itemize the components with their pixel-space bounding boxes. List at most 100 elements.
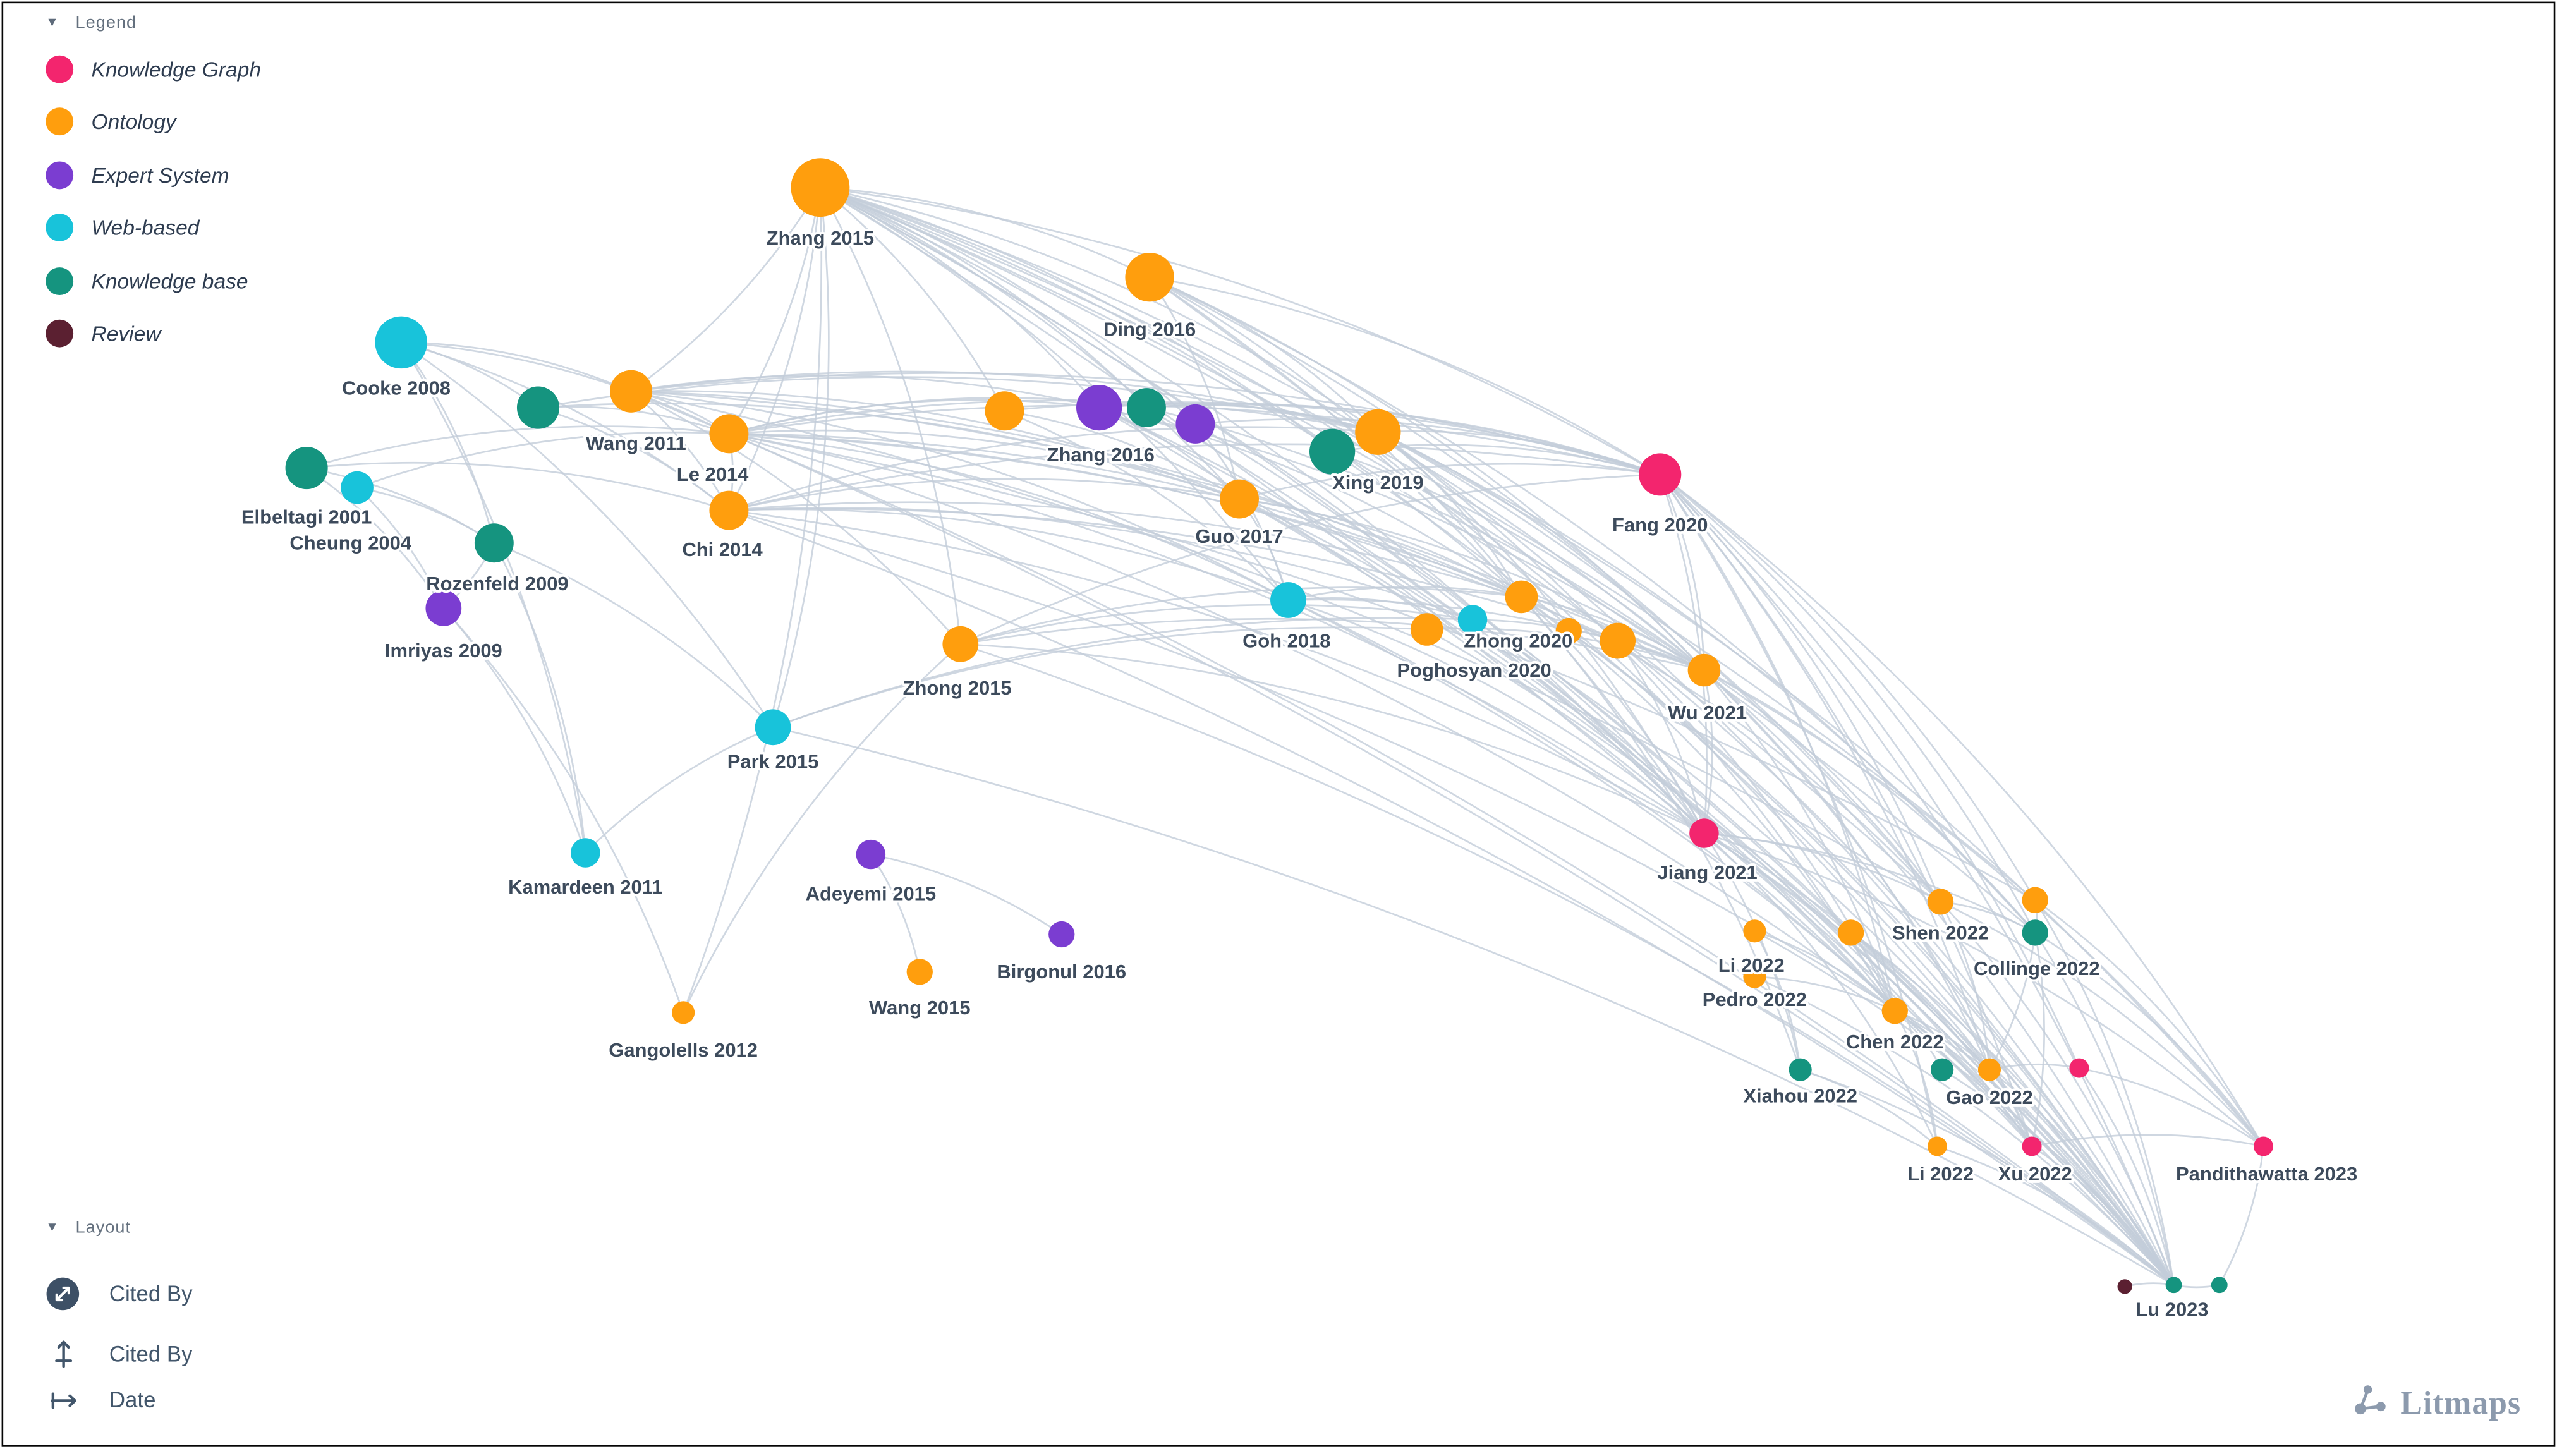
graph-node-zhong-2020[interactable] xyxy=(1505,580,1538,614)
layout-option-2[interactable]: Cited By xyxy=(46,1337,193,1371)
citation-edge xyxy=(630,186,822,392)
legend-item-expert[interactable]: Expert System xyxy=(46,149,261,202)
graph-node-zhang-2015[interactable] xyxy=(791,158,850,217)
litmaps-wordmark: Litmaps xyxy=(2400,1385,2522,1421)
citation-edge xyxy=(1238,498,1705,834)
graph-node-po_r[interactable] xyxy=(1555,617,1582,645)
legend-item-ontology[interactable]: Ontology xyxy=(46,95,261,149)
node-label: Gangolells 2012 xyxy=(609,1039,758,1061)
citation-edge xyxy=(1754,930,1896,1012)
graph-node-le-2014[interactable] xyxy=(709,414,749,454)
citation-edge xyxy=(630,390,1941,903)
node-label: Gao 2022 xyxy=(1946,1086,2033,1108)
citation-edge xyxy=(728,443,1661,511)
graph-node-cooke-2008[interactable] xyxy=(375,316,428,369)
graph-node-po_l[interactable] xyxy=(1410,613,1443,646)
graph-node-zhong-2015[interactable] xyxy=(942,626,979,662)
expert-dot-icon xyxy=(46,161,74,189)
graph-node-wang-2011[interactable] xyxy=(610,370,653,413)
node-label: Wang 2015 xyxy=(869,997,971,1019)
citation-edge xyxy=(1659,473,1705,671)
citation-edge xyxy=(728,433,1289,601)
graph-node-zhang-2016[interactable] xyxy=(1076,384,1122,431)
graph-node-kamardeen-2011[interactable] xyxy=(571,838,600,868)
citation-edge xyxy=(1659,473,2175,1286)
graph-node-oz16[interactable] xyxy=(985,391,1024,431)
legend-item-label: Knowledge base xyxy=(91,269,248,293)
graph-node-li-2022[interactable] xyxy=(1927,1136,1947,1156)
graph-node-pandithawatta-2023[interactable] xyxy=(2253,1136,2273,1156)
graph-node-twg[interactable] xyxy=(516,386,560,429)
citation-edge xyxy=(819,186,1005,412)
citation-edge xyxy=(1376,431,1896,1012)
legend-item-review[interactable]: Review xyxy=(46,307,261,360)
graph-node-fang-2020[interactable] xyxy=(1639,453,1682,496)
layout-option-1[interactable]: Cited By xyxy=(46,1277,193,1311)
graph-node-gao-2022[interactable] xyxy=(1977,1058,2001,1081)
graph-node-elbeltagi-2001[interactable] xyxy=(285,447,328,490)
graph-node-pz16[interactable] xyxy=(1175,404,1215,444)
review-dot-icon xyxy=(46,320,74,348)
layout-header[interactable]: ▼ Layout xyxy=(46,1218,192,1237)
graph-node-birgonul-2016[interactable] xyxy=(1048,921,1075,948)
graph-node-shen-2022[interactable] xyxy=(1927,889,1954,915)
citation-edge xyxy=(2034,899,2264,1148)
graph-node-tz16[interactable] xyxy=(1126,388,1166,428)
graph-node-xiahou-2022[interactable] xyxy=(1789,1058,1812,1081)
layout-option-label: Date xyxy=(109,1387,156,1412)
graph-node-collinge-2022[interactable] xyxy=(2022,919,2048,946)
node-label: Elbeltagi 2001 xyxy=(241,506,372,528)
citation-edge xyxy=(1471,619,2175,1286)
legend-item-kb[interactable]: Knowledge base xyxy=(46,255,261,308)
graph-node-lu-2023[interactable] xyxy=(2165,1277,2182,1294)
graph-node-xu-2022[interactable] xyxy=(2022,1136,2042,1156)
graph-node-chen-2022[interactable] xyxy=(1881,998,1908,1024)
graph-node-goh-2018[interactable] xyxy=(1270,582,1306,618)
citation-edge xyxy=(630,390,962,645)
citation-edge xyxy=(400,341,774,729)
node-label: Xiahou 2022 xyxy=(1743,1084,1857,1107)
citation-edge xyxy=(728,509,1991,1071)
graph-node-rv[interactable] xyxy=(2117,1279,2132,1294)
legend-item-web[interactable]: Web-based xyxy=(46,202,261,255)
citation-edge xyxy=(959,473,1661,645)
graph-node-wu_l[interactable] xyxy=(1600,622,1636,659)
graph-node-xt19[interactable] xyxy=(1309,428,1356,475)
citation-edge xyxy=(1850,931,1991,1071)
graph-node-jiang-2021[interactable] xyxy=(1689,818,1719,848)
legend-header[interactable]: ▼ Legend xyxy=(46,13,261,33)
graph-node-rozenfeld-2009[interactable] xyxy=(474,523,514,563)
graph-node-gangolells-2012[interactable] xyxy=(672,1001,695,1024)
citation-edge xyxy=(493,542,774,729)
citation-edge xyxy=(1194,423,2175,1286)
graph-node-poghosyan-2020[interactable] xyxy=(1457,605,1488,634)
graph-node-pedro-2022[interactable] xyxy=(1743,965,1766,988)
layout-option-3[interactable]: Date xyxy=(46,1388,192,1412)
graph-node-co_o[interactable] xyxy=(2022,887,2048,913)
graph-node-guo-2017[interactable] xyxy=(1220,479,1259,519)
citation-edge xyxy=(1703,669,2036,934)
graph-node-adeyemi-2015[interactable] xyxy=(856,839,886,870)
graph-node-cheung-2004[interactable] xyxy=(341,471,374,504)
citation-edge xyxy=(1287,599,1705,834)
graph-node-pnk[interactable] xyxy=(2069,1058,2089,1078)
graph-node-li-2022[interactable] xyxy=(1743,919,1766,943)
graph-node-imriyas-2009[interactable] xyxy=(425,590,462,626)
graph-node-ga_t[interactable] xyxy=(1931,1058,1954,1081)
graph-node-chi-2014[interactable] xyxy=(709,490,749,530)
graph-node-ding-2016[interactable] xyxy=(1125,252,1174,302)
citation-edge xyxy=(1659,473,1708,834)
graph-node-om[interactable] xyxy=(1837,919,1864,946)
graph-node-xing-2019[interactable] xyxy=(1355,409,1401,455)
graph-node-park-2015[interactable] xyxy=(755,709,791,746)
graph-node-wang-2015[interactable] xyxy=(906,959,933,985)
graph-node-wu-2021[interactable] xyxy=(1687,653,1721,687)
litmaps-glyph-icon xyxy=(2352,1381,2389,1427)
graph-node-tl2[interactable] xyxy=(2211,1277,2228,1294)
legend-item-kg[interactable]: Knowledge Graph xyxy=(46,42,261,95)
ontology-dot-icon xyxy=(46,107,74,136)
node-label: Zhong 2015 xyxy=(903,677,1012,699)
node-label: Chi 2014 xyxy=(682,538,763,561)
